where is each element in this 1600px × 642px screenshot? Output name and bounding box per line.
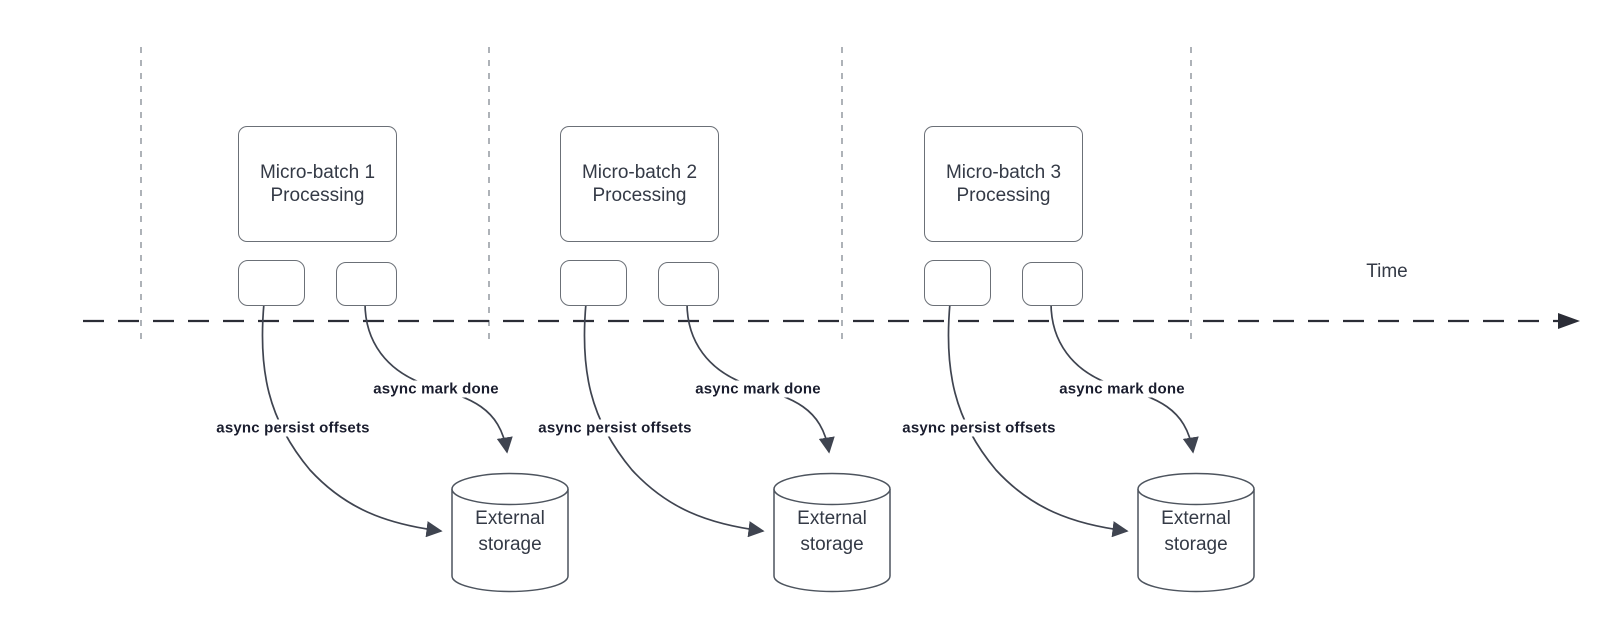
- mark-done-task-box: [336, 262, 397, 306]
- mark-done-label: async mark done: [370, 380, 502, 398]
- microbatch-title-line1: Micro-batch 2: [581, 162, 698, 183]
- external-storage-cylinder: [773, 472, 891, 593]
- persist-offsets-arrow: [947, 302, 1129, 538]
- persist-offsets-task-box: [238, 260, 305, 306]
- microbatch-processing-box: Micro-batch 3 Processing: [924, 126, 1083, 242]
- microbatch-title-line2: Processing: [270, 185, 365, 206]
- persist-offsets-arrow: [261, 302, 443, 538]
- mark-done-label: async mark done: [692, 380, 824, 398]
- external-storage-line2: storage: [800, 534, 864, 555]
- timeline-arrowhead-icon: [1558, 313, 1580, 329]
- external-storage-line1: External: [475, 508, 545, 529]
- section-3-graphics: [947, 302, 1255, 593]
- microbatch-processing-box: Micro-batch 1 Processing: [238, 126, 397, 242]
- microbatch-title-line1: Micro-batch 3: [945, 162, 1062, 183]
- section-1-graphics: [261, 302, 569, 593]
- microbatch-title-line2: Processing: [956, 185, 1051, 206]
- mark-done-task-box: [1022, 262, 1083, 306]
- microbatch-section-2: Micro-batch 2 Processing async persist o…: [322, 0, 962, 642]
- persist-offsets-label: async persist offsets: [899, 419, 1059, 437]
- mark-done-label: async mark done: [1056, 380, 1188, 398]
- microbatch-section-1: Micro-batch 1 Processing async persist o…: [0, 0, 640, 642]
- mark-done-task-box: [658, 262, 719, 306]
- external-storage-line2: storage: [1164, 534, 1228, 555]
- persist-offsets-label: async persist offsets: [213, 419, 373, 437]
- external-storage-cylinder: [1137, 472, 1255, 593]
- microbatch-title-line2: Processing: [592, 185, 687, 206]
- external-storage-line2: storage: [478, 534, 542, 555]
- persist-offsets-label: async persist offsets: [535, 419, 695, 437]
- time-axis-label: Time: [1366, 261, 1408, 282]
- persist-offsets-arrow: [583, 302, 765, 538]
- external-storage-label: External storage: [773, 506, 891, 558]
- persist-offsets-task-box: [924, 260, 991, 306]
- external-storage-line1: External: [1161, 508, 1231, 529]
- external-storage-line1: External: [797, 508, 867, 529]
- external-storage-cylinder: [451, 472, 569, 593]
- external-storage-label: External storage: [451, 506, 569, 558]
- microbatch-section-3: Micro-batch 3 Processing async persist o…: [686, 0, 1326, 642]
- persist-offsets-task-box: [560, 260, 627, 306]
- microbatch-processing-box: Micro-batch 2 Processing: [560, 126, 719, 242]
- microbatch-title-line1: Micro-batch 1: [259, 162, 376, 183]
- external-storage-label: External storage: [1137, 506, 1255, 558]
